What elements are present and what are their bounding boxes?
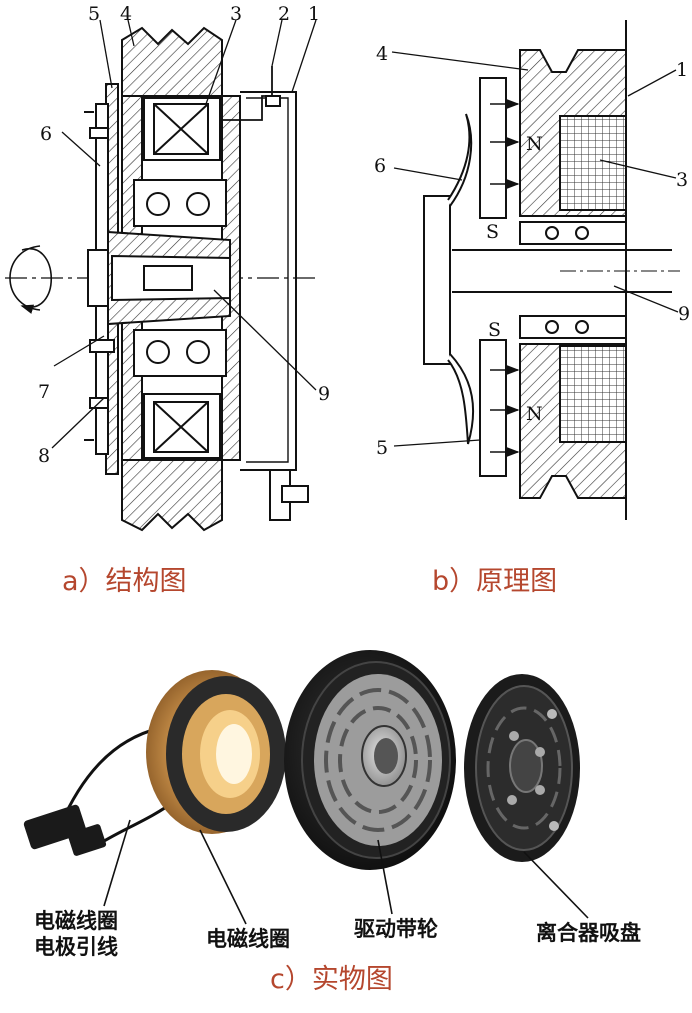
caption-photo: c）实物图 bbox=[270, 964, 393, 995]
pole-n-upper: N bbox=[526, 133, 543, 155]
part-number-2-a: 2 bbox=[278, 3, 290, 25]
part-number-1-a: 1 bbox=[308, 3, 320, 25]
clutch-plate-photo bbox=[464, 674, 580, 862]
label-coil-lead-line2: 电极引线 bbox=[34, 935, 118, 960]
label-clutch-plate: 离合器吸盘 bbox=[536, 921, 641, 945]
part-number-4-a: 4 bbox=[120, 3, 132, 25]
part-number-9-a: 9 bbox=[318, 383, 330, 405]
part-number-9-b: 9 bbox=[678, 303, 690, 325]
pole-n-lower: N bbox=[526, 403, 543, 425]
part-number-8-a: 8 bbox=[38, 445, 50, 467]
caption-principle: b）原理图 bbox=[432, 566, 558, 597]
label-pulley: 驱动带轮 bbox=[354, 917, 438, 941]
principle-labels: 4 1 6 3 9 5 N S S N bbox=[374, 43, 690, 459]
coil-photo bbox=[146, 670, 286, 834]
part-number-5-b: 5 bbox=[376, 437, 388, 459]
part-number-7-a: 7 bbox=[38, 381, 50, 403]
principle-diagram bbox=[391, 20, 680, 520]
structure-diagram bbox=[5, 19, 318, 532]
label-coil-lead: 电磁线圈 电极引线 bbox=[34, 908, 118, 961]
part-number-3-a: 3 bbox=[230, 3, 242, 25]
label-coil: 电磁线圈 bbox=[206, 927, 290, 951]
part-number-5-a: 5 bbox=[88, 3, 100, 25]
pole-s-lower: S bbox=[488, 319, 501, 341]
part-number-1-b: 1 bbox=[676, 59, 688, 81]
part-number-4-b: 4 bbox=[376, 43, 388, 65]
product-photo bbox=[23, 650, 589, 925]
caption-structure: a）结构图 bbox=[62, 566, 187, 597]
part-number-3-b: 3 bbox=[676, 169, 688, 191]
part-number-6-a: 6 bbox=[40, 123, 52, 145]
label-coil-lead-line1: 电磁线圈 bbox=[34, 909, 118, 933]
part-number-6-b: 6 bbox=[374, 155, 386, 177]
pulley-photo bbox=[284, 650, 456, 870]
pole-s-upper: S bbox=[486, 221, 499, 243]
structure-part-numbers: 5 4 3 2 1 6 7 8 9 bbox=[38, 3, 330, 467]
